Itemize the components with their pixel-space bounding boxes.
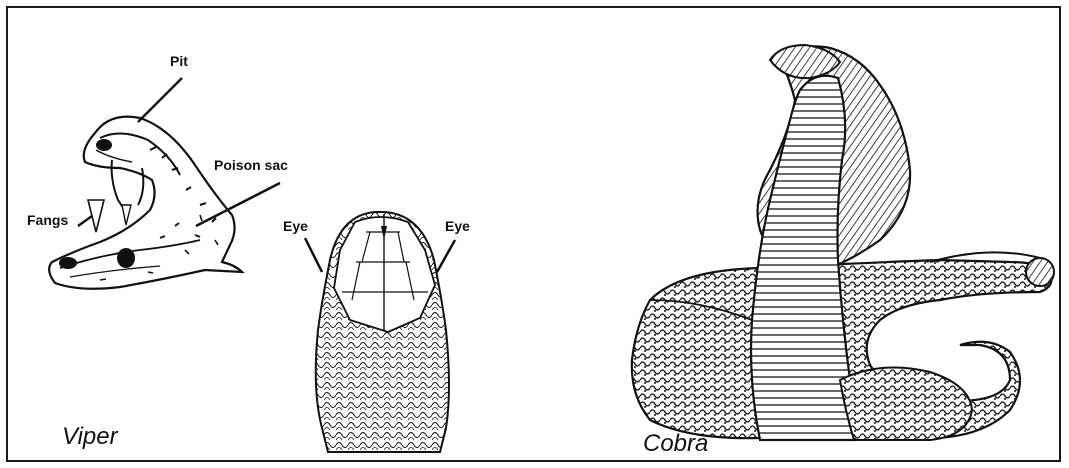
- label-fangs: Fangs: [27, 212, 68, 228]
- cobra-drawing: [632, 45, 1054, 440]
- label-poison-sac: Poison sac: [214, 157, 288, 173]
- caption-cobra: Cobra: [643, 430, 708, 458]
- label-eye-right: Eye: [445, 218, 470, 234]
- label-pit: Pit: [170, 53, 188, 69]
- label-eye-left: Eye: [283, 218, 308, 234]
- caption-viper: Viper: [62, 423, 118, 451]
- viper-head-top-view: [316, 212, 449, 452]
- viper-head-drawing: [49, 117, 242, 289]
